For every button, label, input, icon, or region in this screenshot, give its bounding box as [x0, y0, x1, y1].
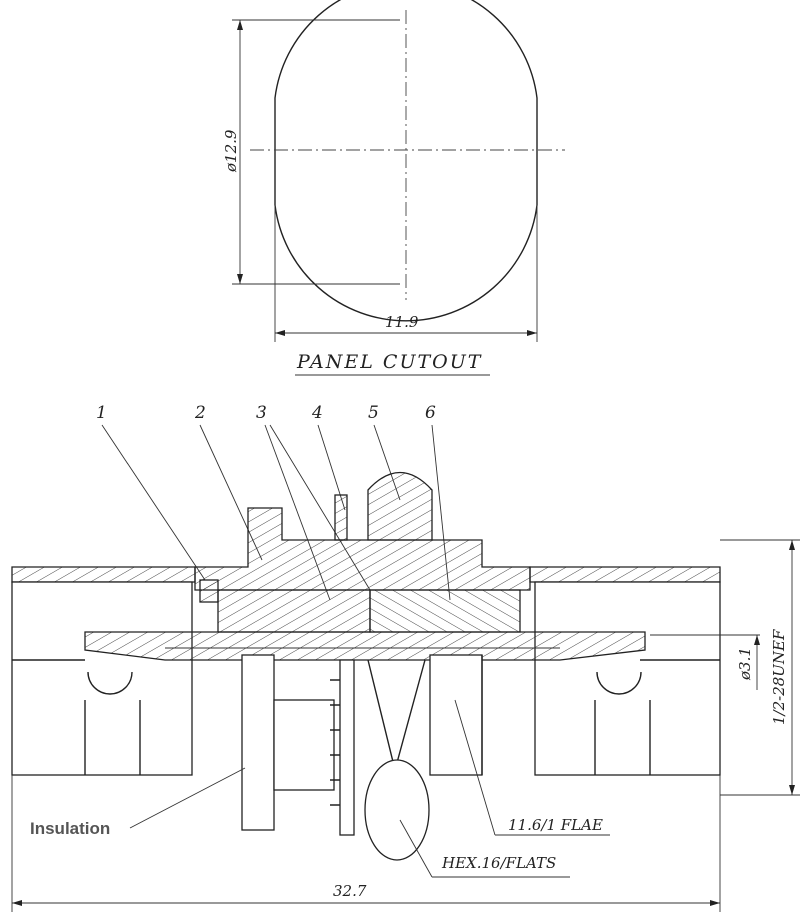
- flange-label: 11.6/1 FLAE: [508, 816, 603, 834]
- overall-length-label: 32.7: [333, 882, 367, 900]
- washer-part-4: [334, 494, 348, 541]
- part-number-6: 6: [425, 403, 436, 423]
- nut-part-5: [367, 471, 433, 541]
- hex-nut: [364, 759, 430, 861]
- center-contact-part-6: [84, 631, 646, 661]
- insulation-label: Insulation: [30, 819, 110, 838]
- insulator-part-3-right: [369, 589, 521, 633]
- part-number-3: 3: [256, 403, 267, 423]
- lock-washer: [339, 659, 355, 836]
- hex-label: HEX.16/FLATS: [441, 854, 556, 872]
- panel-cutout-title: PANEL CUTOUT: [296, 351, 482, 373]
- body-part-2: [194, 507, 531, 591]
- part-number-2: 2: [194, 403, 206, 423]
- insulation-leader: [129, 767, 246, 829]
- panel: [241, 654, 275, 831]
- diameter-label: ø12.9: [222, 129, 240, 173]
- width-label: 11.9: [385, 313, 419, 331]
- insulator-part-3-left: [217, 589, 371, 633]
- thread-label: 1/2-28UNEF: [770, 629, 788, 725]
- panel-cutout: ø12.9 11.9 PANEL CUTOUT: [222, 0, 565, 376]
- part-number-5: 5: [368, 403, 379, 423]
- section-view: 1 2 3 4 5 6: [11, 403, 800, 912]
- part-number-1: 1: [96, 403, 107, 423]
- pin-diameter-label: ø3.1: [736, 647, 754, 681]
- insulation-ring-part-1: [199, 579, 219, 603]
- part-number-4: 4: [311, 403, 323, 423]
